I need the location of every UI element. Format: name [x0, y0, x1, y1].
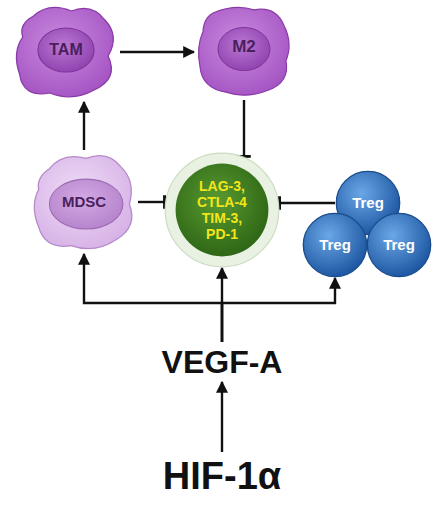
node-label: Treg: [319, 236, 351, 253]
node-label: TAM: [49, 41, 82, 59]
node-label: LAG-3, CTLA-4 TIM-3, PD-1: [190, 178, 254, 242]
node-label: M2: [232, 37, 256, 57]
cell-body: [16, 7, 113, 96]
cell-nucleus: [38, 28, 94, 72]
node-label: MDSC: [62, 193, 106, 210]
factor-label: HIF-1α: [130, 452, 314, 502]
node-label: VEGF-A: [162, 344, 283, 381]
macrophage-cell: M2: [194, 2, 294, 100]
node-label: HIF-1α: [163, 455, 281, 499]
arrow-connector: [120, 51, 194, 53]
cell-body: [34, 156, 132, 249]
cell-body: [367, 213, 430, 276]
arrow-connector: [84, 254, 222, 342]
checkpoint-circle: LAG-3, CTLA-4 TIM-3, PD-1: [164, 152, 280, 268]
arrow-connector: [222, 278, 335, 342]
cell-body: [199, 7, 290, 95]
treg-cell: Treg: [366, 212, 432, 278]
treg-cell: Treg: [302, 212, 368, 278]
cell-body: [303, 213, 366, 276]
node-label: Treg: [352, 194, 384, 211]
node-label: Treg: [383, 236, 415, 253]
factor-label: VEGF-A: [140, 342, 304, 382]
cell-nucleus: [218, 27, 270, 70]
inhibition-connector: [138, 201, 165, 203]
cell-membrane: [165, 153, 279, 267]
macrophage-cell: TAM: [12, 2, 120, 102]
inhibition-connector: [243, 100, 245, 156]
suppressor-cell: MDSC: [30, 150, 138, 254]
arrow-connector: [221, 382, 223, 452]
inhibition-connector: [280, 202, 335, 204]
cell-nucleus: [49, 179, 122, 229]
arrow-connector: [221, 268, 223, 342]
arrow-connector: [83, 102, 85, 150]
cell-nucleus: [176, 164, 269, 257]
